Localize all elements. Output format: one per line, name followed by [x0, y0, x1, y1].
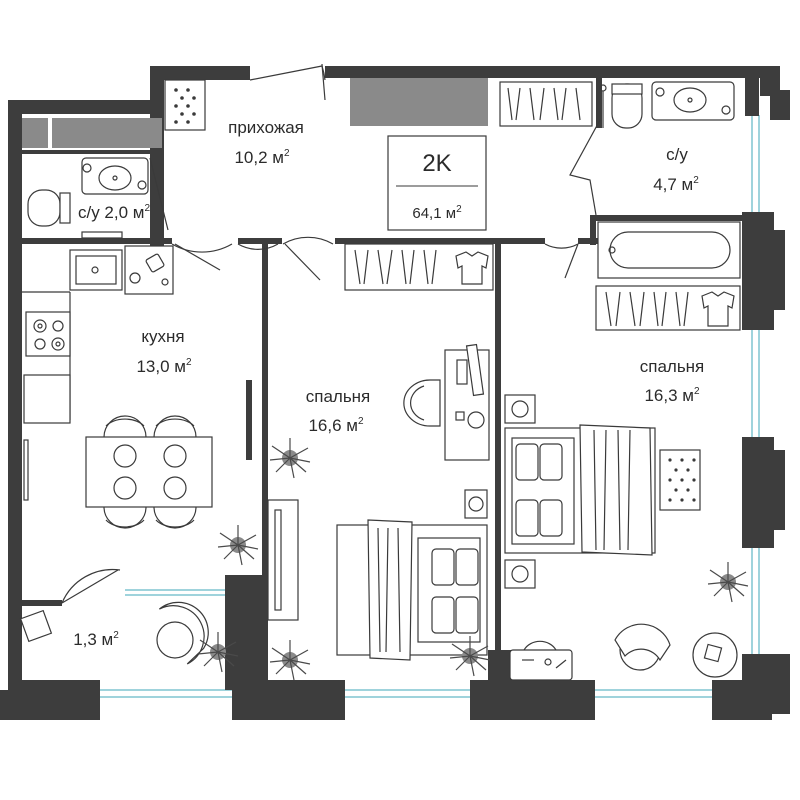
svg-text:спальня: спальня: [640, 357, 705, 376]
wardrobe-icon: [595, 285, 741, 331]
svg-text:10,2 м2: 10,2 м2: [234, 148, 290, 167]
toilet-icon: [611, 83, 643, 129]
shirt-icon: [455, 251, 489, 285]
door-swings: [61, 63, 601, 604]
toilet-icon: [27, 189, 71, 227]
sink-icon: [69, 249, 123, 291]
armchair-icon: [614, 623, 738, 678]
svg-text:с/у 2,0 м2: с/у 2,0 м2: [78, 203, 151, 222]
windows: [100, 115, 760, 698]
vanity: [509, 640, 573, 681]
apartment-type: 2K: [422, 150, 451, 177]
room-label-bedroom-2: спальня 16,3 м2: [640, 357, 705, 405]
room-label-bathroom: с/у 4,7 м2: [653, 145, 699, 194]
svg-text:с/у: с/у: [666, 145, 688, 164]
svg-text:прихожая: прихожая: [228, 118, 304, 137]
wardrobe-icon: [499, 81, 593, 127]
room-label-bedroom-1: спальня 16,6 м2: [306, 387, 371, 435]
washer-icon: [124, 245, 174, 295]
room-label-balcony: 1,3 м2: [73, 630, 119, 649]
storage-panels: [22, 78, 488, 460]
towel-rail: [81, 231, 123, 239]
room-label-hallway: прихожая 10,2 м2: [228, 118, 304, 167]
svg-text:16,6 м2: 16,6 м2: [308, 416, 364, 435]
stove-icon: [25, 311, 71, 357]
room-label-small-bathroom: с/у 2,0 м2: [78, 203, 151, 222]
svg-text:4,7 м2: 4,7 м2: [653, 175, 699, 194]
sink-icon: [81, 157, 149, 195]
svg-text:16,3 м2: 16,3 м2: [644, 386, 700, 405]
bed-icon: [336, 489, 488, 661]
sink-icon: [651, 81, 735, 121]
room-labels: прихожая 10,2 м2 с/у 4,7 м2 с/у 2,0 м2 к…: [73, 118, 704, 649]
bed-icon: [504, 394, 656, 589]
shirt-icon: [701, 291, 735, 327]
svg-text:кухня: кухня: [141, 327, 184, 346]
svg-text:1,3 м2: 1,3 м2: [73, 630, 119, 649]
room-label-kitchen: кухня 13,0 м2: [136, 327, 192, 376]
shoe-cabinet: [164, 79, 206, 131]
tv-cabinet: [267, 499, 299, 621]
apartment-badge: 2K 64,1 м2: [387, 135, 487, 231]
apartment-area: 64,1 м2: [412, 204, 462, 222]
wardrobe-icon: [344, 243, 494, 291]
dining-table-icon: [85, 415, 213, 529]
fridge: [23, 374, 71, 424]
svg-text:13,0 м2: 13,0 м2: [136, 357, 192, 376]
svg-text:спальня: спальня: [306, 387, 371, 406]
bench: [659, 449, 701, 511]
armchair-icon: [156, 601, 209, 665]
bathtub-icon: [597, 221, 741, 279]
plant-icon: [197, 438, 749, 681]
desk-icon: [444, 343, 490, 461]
chair-icon: [403, 379, 441, 427]
